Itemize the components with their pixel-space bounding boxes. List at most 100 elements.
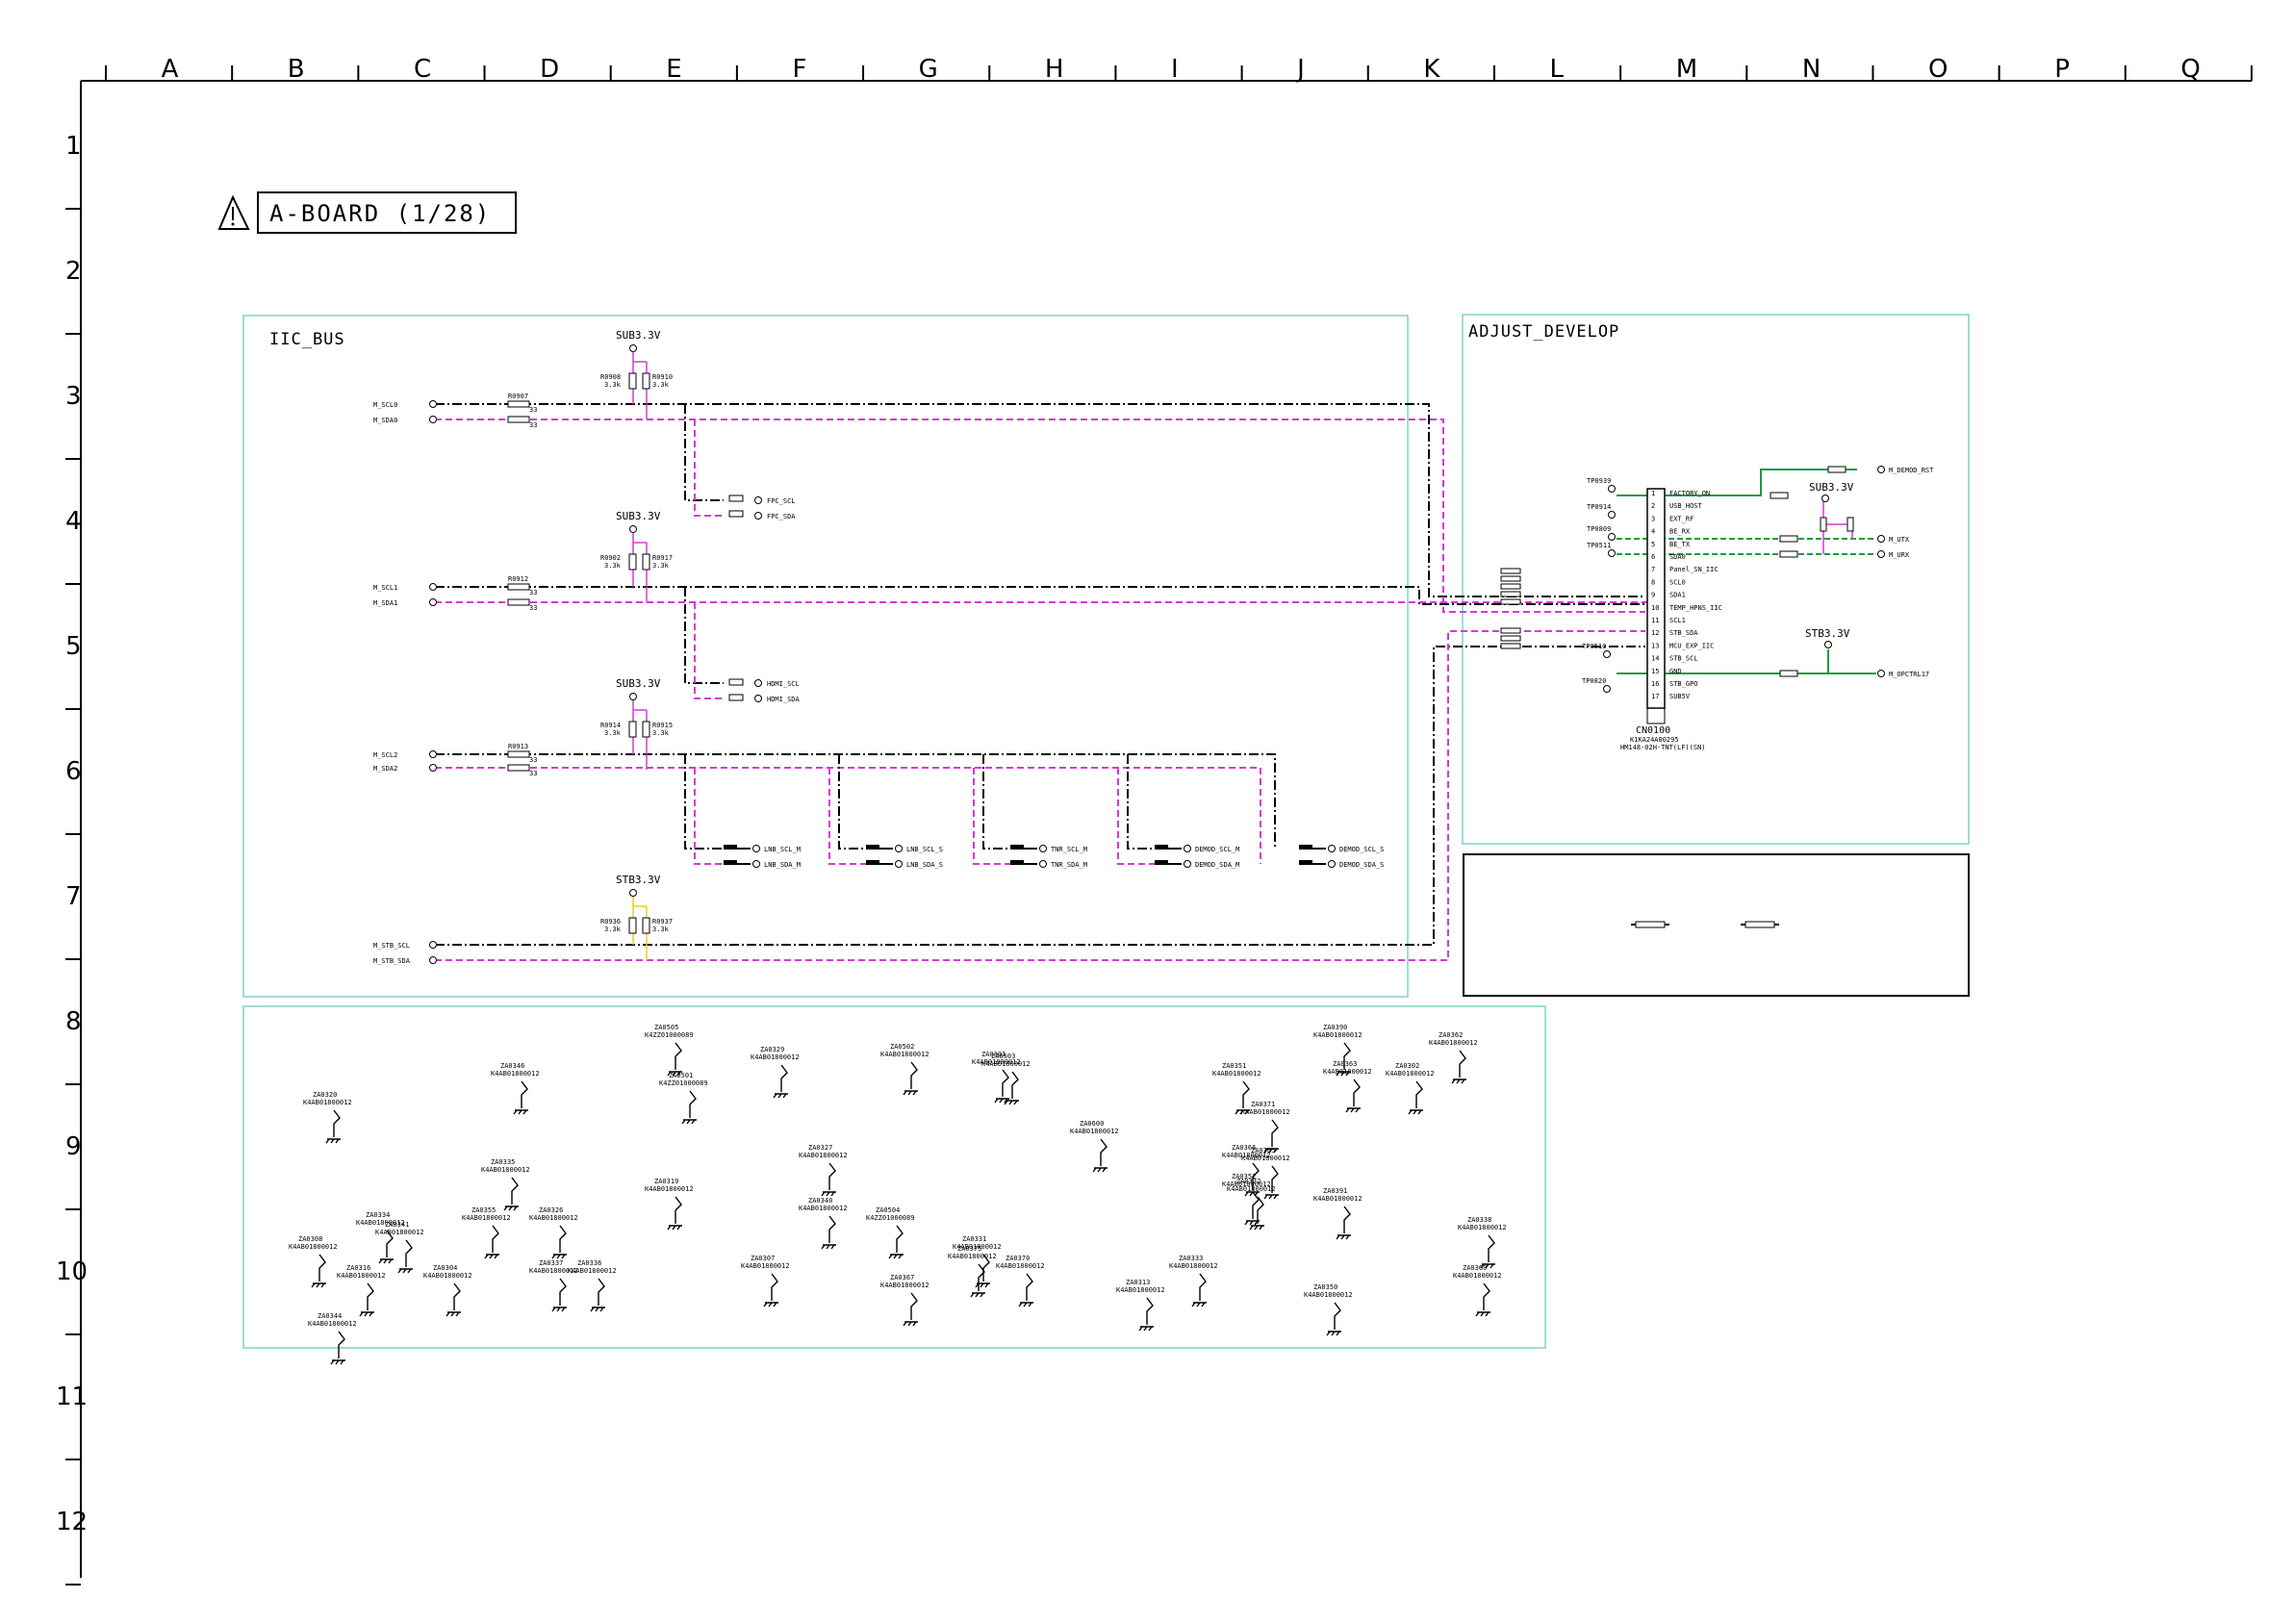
- connector-pin-label: TEMP_HPNS_IIC: [1669, 604, 1722, 612]
- filter-part: [724, 860, 737, 865]
- pullup-resistor: [628, 372, 637, 390]
- column-label-c: C: [414, 55, 431, 84]
- series-ref: R0913: [508, 743, 528, 750]
- ground-stub: [1271, 1165, 1279, 1193]
- pullup-ref: R0902: [600, 554, 621, 562]
- ground-part-ref: ZA0366: [1232, 1144, 1256, 1152]
- connector-pin-label: USB_HOST: [1669, 502, 1703, 510]
- pullup-value: 3.3k: [652, 729, 670, 737]
- ground-part-number: K4AB01800012: [462, 1214, 511, 1222]
- ground-icon: [1480, 1263, 1495, 1269]
- ground-part-number: K4AB01800012: [1313, 1195, 1362, 1203]
- ground-part-ref: ZA0308: [298, 1235, 322, 1243]
- ground-part-ref: ZA0301: [981, 1051, 1006, 1058]
- column-label-b: B: [288, 55, 305, 84]
- connector-pin-number: 9: [1651, 592, 1655, 599]
- ground-stub: [1252, 1191, 1260, 1219]
- adjust-series-resistor: [1500, 583, 1521, 590]
- ground-icon: [1263, 1148, 1279, 1154]
- ground-part-number: K4AB01800012: [948, 1253, 997, 1260]
- ground-part-ref: ZA0319: [654, 1178, 678, 1185]
- ground-stub: [675, 1196, 682, 1224]
- filter-part: [1299, 860, 1312, 865]
- ground-stub: [1026, 1273, 1033, 1301]
- ground-part-ref: ZA0338: [1467, 1216, 1491, 1224]
- ground-part-number: K4AB01800012: [337, 1272, 386, 1280]
- ground-stub: [1343, 1042, 1351, 1070]
- test-point-label: TP0510: [1582, 643, 1606, 650]
- title-block: A-BOARD (1/28): [217, 191, 517, 234]
- ground-stub: [1199, 1273, 1207, 1301]
- port-pin: [752, 845, 760, 852]
- signal-port: [429, 941, 437, 949]
- ground-stub: [1415, 1080, 1423, 1108]
- pullup-ref: R0936: [600, 918, 621, 926]
- connector-pin-number: 8: [1651, 578, 1655, 586]
- ground-part-number: K4AB01800012: [356, 1219, 405, 1227]
- right-port: [1877, 535, 1885, 543]
- connector-pin-number: 12: [1651, 629, 1659, 637]
- filter-part: [866, 860, 879, 865]
- series-resistor: [507, 750, 530, 758]
- connector-pin-number: 16: [1651, 680, 1659, 688]
- row-label-10: 10: [56, 1257, 88, 1286]
- signal-port: [429, 416, 437, 423]
- ground-part-ref: ZA0340: [808, 1197, 832, 1205]
- signal-port: [429, 598, 437, 606]
- pullup-ref: R0917: [652, 554, 673, 562]
- ground-part-number: K4AB01800012: [375, 1229, 424, 1236]
- power-label: SUB3.3V: [616, 677, 661, 690]
- column-label-e: E: [666, 55, 681, 84]
- adjust-series-resistor: [1500, 627, 1521, 634]
- ground-part-number: K4AB01800012: [799, 1152, 848, 1159]
- ground-icon: [994, 1098, 1009, 1104]
- row-label-9: 9: [65, 1132, 82, 1161]
- series-value: 33: [529, 604, 537, 612]
- ground-stub: [1343, 1205, 1351, 1233]
- ground-stub: [405, 1239, 413, 1267]
- column-label-o: O: [1928, 55, 1948, 84]
- ground-part-ref: ZA0346: [500, 1062, 524, 1070]
- ground-stub: [828, 1162, 836, 1190]
- right-port: [1877, 670, 1885, 677]
- ground-icon: [330, 1359, 345, 1365]
- port-scl-label: LNB_SCL_M: [764, 846, 801, 853]
- series-value: 33: [529, 406, 537, 414]
- filter-part: [1010, 860, 1024, 865]
- series-value: 33: [529, 770, 537, 777]
- test-point: [1608, 533, 1616, 541]
- ground-part-ref: ZA0355: [471, 1206, 496, 1214]
- fpc-port: FPC_SCL FPC_SDA: [728, 495, 796, 520]
- connector-pin-number: 3: [1651, 515, 1655, 522]
- ground-icon: [681, 1119, 697, 1125]
- connector-ref: CN0100: [1636, 725, 1670, 736]
- ground-stub: [333, 1109, 341, 1137]
- ground-stub: [559, 1225, 567, 1253]
- sheet-frame: [80, 80, 2252, 1578]
- column-label-n: N: [1802, 55, 1821, 84]
- signal-label: M_SDA0: [373, 417, 397, 424]
- ground-part-number: K4AB01800012: [1313, 1031, 1362, 1039]
- test-point: [1608, 549, 1616, 557]
- ground-icon: [1263, 1194, 1279, 1200]
- ground-part-number: K4AB01800012: [289, 1243, 338, 1251]
- ground-part-number: K4AB01800012: [645, 1185, 694, 1193]
- connector-pin-number: 13: [1651, 642, 1659, 649]
- ground-part-ref: ZA0304: [433, 1264, 457, 1272]
- ground-stub: [1257, 1196, 1264, 1224]
- right-port: [1877, 550, 1885, 558]
- ground-icon: [903, 1321, 918, 1327]
- connector-pin-label: SCL0: [1669, 578, 1686, 586]
- power-label: SUB3.3V: [616, 510, 661, 522]
